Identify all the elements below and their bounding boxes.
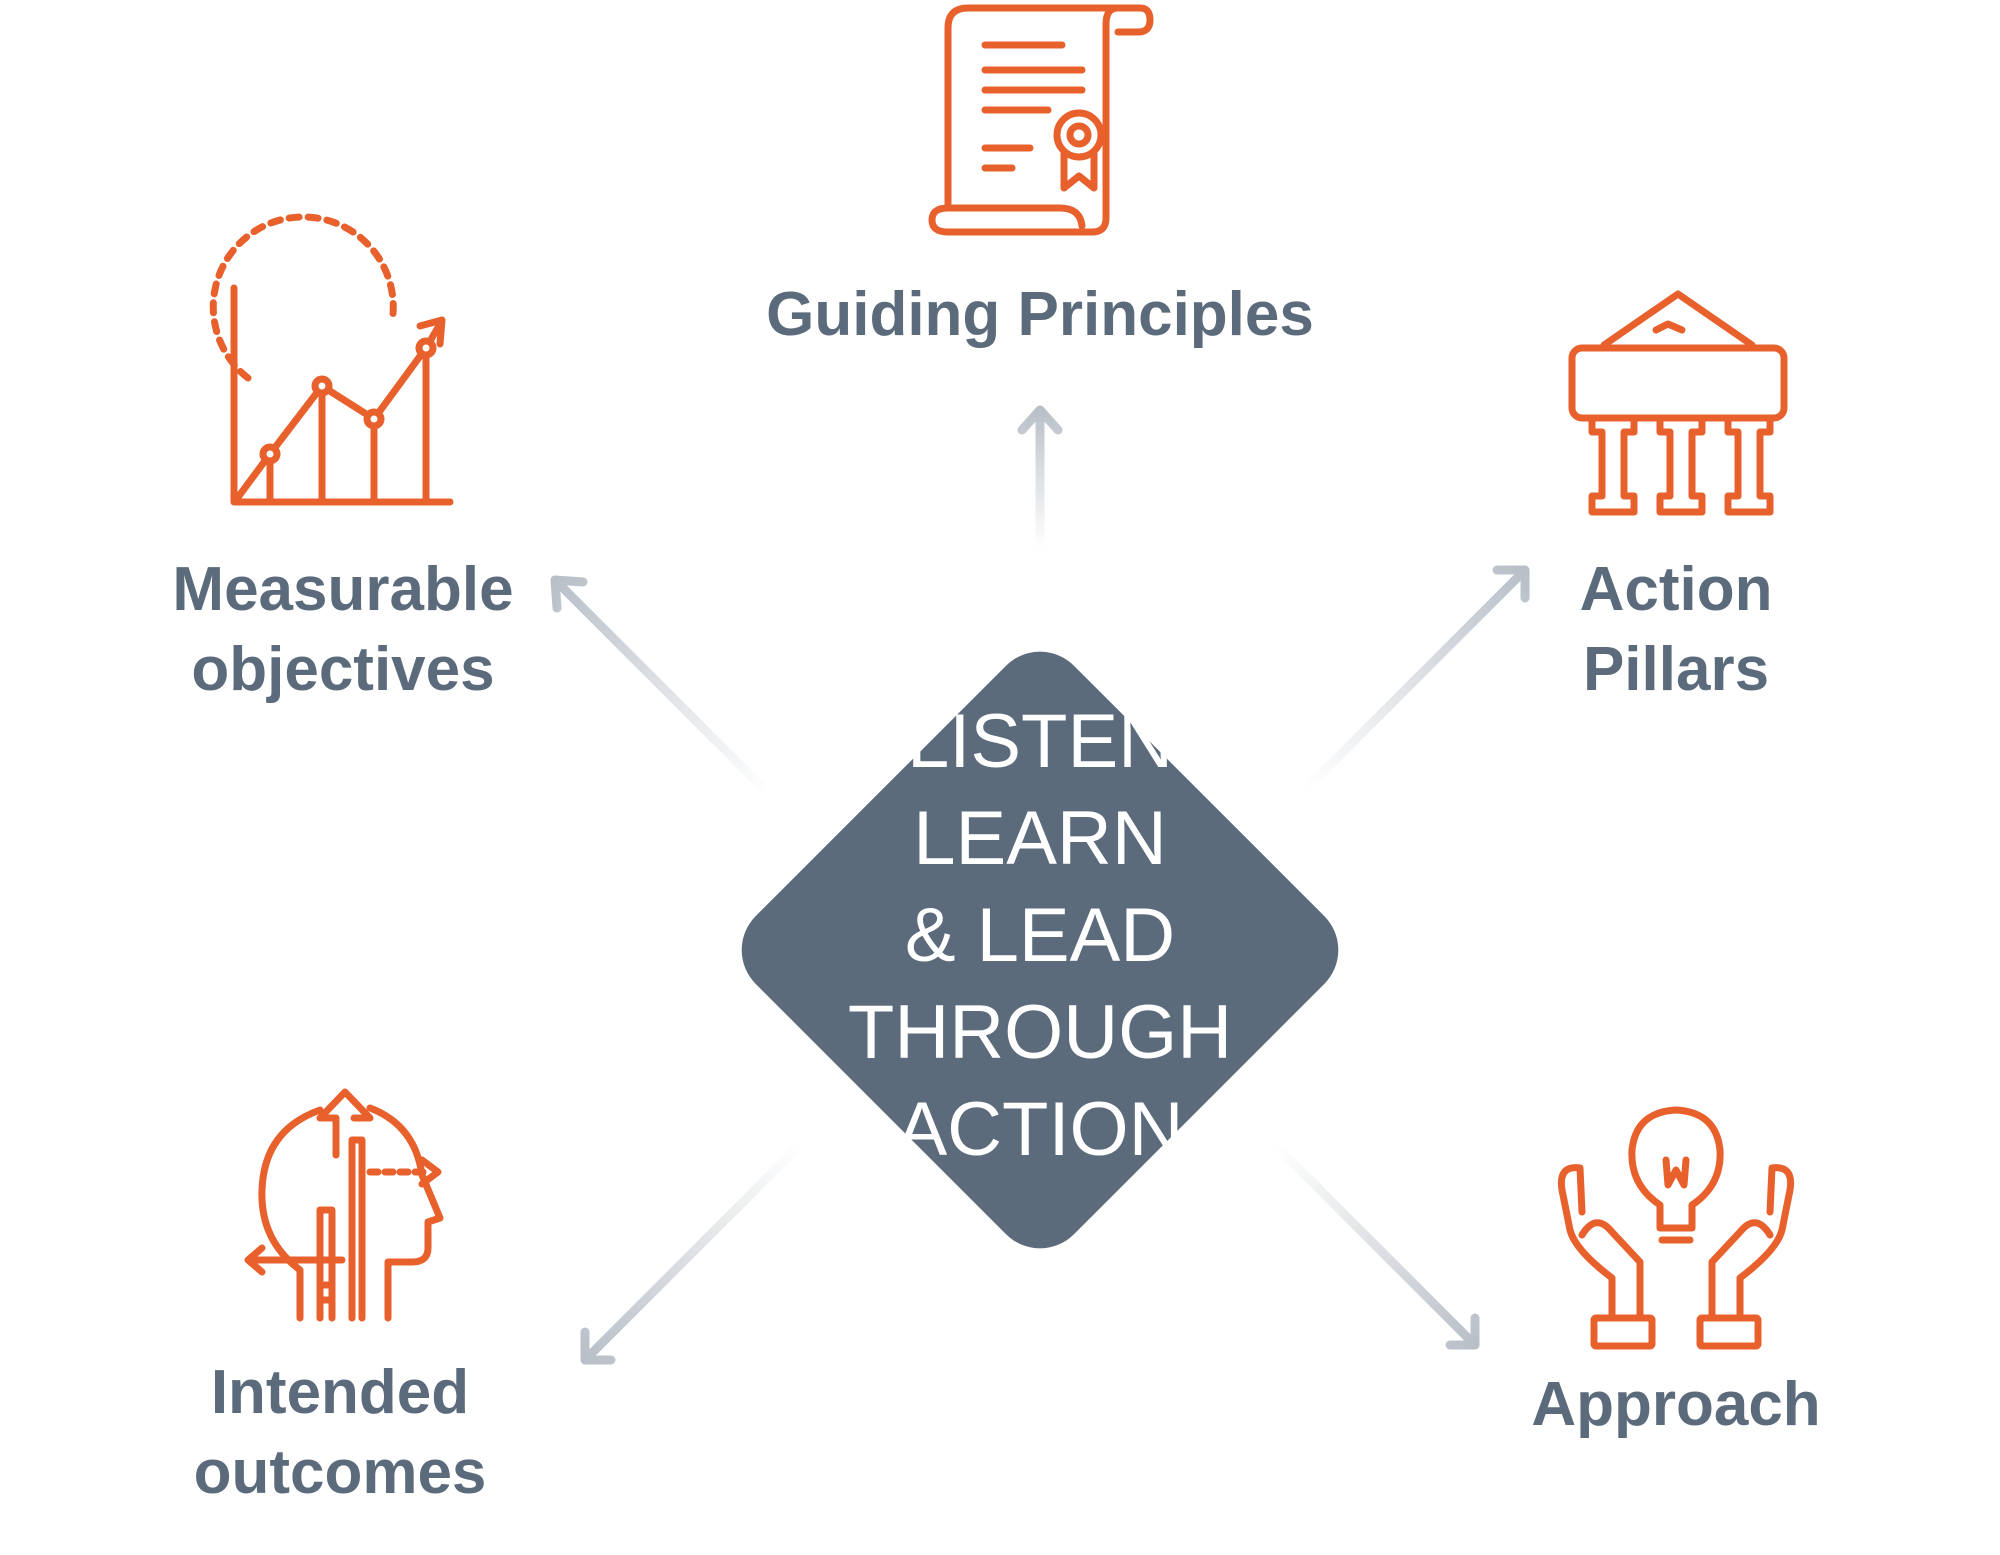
center-line-2: LEARN — [913, 796, 1166, 881]
guiding-principles-label: Guiding Principles — [766, 280, 1314, 349]
pillars-building-icon — [1568, 290, 1788, 516]
center-line-5: ACTION — [896, 1087, 1183, 1172]
center-line-3: & LEAD — [905, 893, 1175, 978]
hands-lightbulb-icon — [1557, 1106, 1795, 1350]
node-guiding-principles: Guiding Principles — [766, 4, 1314, 349]
arrow-to-guiding-principles — [1017, 405, 1063, 555]
center-diamond: LISTEN LEARN & LEAD THROUGH ACTION — [741, 651, 1339, 1249]
certificate-scroll-icon — [928, 4, 1154, 236]
measurable-objectives-label-line2: objectives — [191, 635, 494, 704]
arrow-to-measurable-objectives — [550, 575, 775, 800]
intended-outcomes-label-line1: Intended — [211, 1358, 469, 1427]
action-pillars-label-line2: Pillars — [1583, 635, 1769, 704]
intended-outcomes-label-line2: outcomes — [194, 1438, 487, 1507]
arrow-to-approach — [1270, 1140, 1480, 1350]
arrow-to-intended-outcomes — [580, 1140, 805, 1365]
node-approach: Approach — [1531, 1106, 1821, 1439]
arrow-to-action-pillars — [1300, 565, 1530, 795]
measurable-objectives-label-line1: Measurable — [172, 555, 513, 624]
node-intended-outcomes: Intended outcomes — [194, 1088, 487, 1507]
center-line-1: LISTEN — [907, 699, 1173, 784]
node-action-pillars: Action Pillars — [1568, 290, 1788, 704]
node-measurable-objectives: Measurable objectives — [172, 213, 514, 704]
center-line-4: THROUGH — [848, 990, 1232, 1075]
head-arrows-icon — [244, 1088, 444, 1322]
growth-chart-icon — [209, 213, 454, 506]
approach-label: Approach — [1531, 1370, 1820, 1439]
action-pillars-label-line1: Action — [1580, 555, 1773, 624]
center-diamond-shape — [741, 651, 1339, 1249]
